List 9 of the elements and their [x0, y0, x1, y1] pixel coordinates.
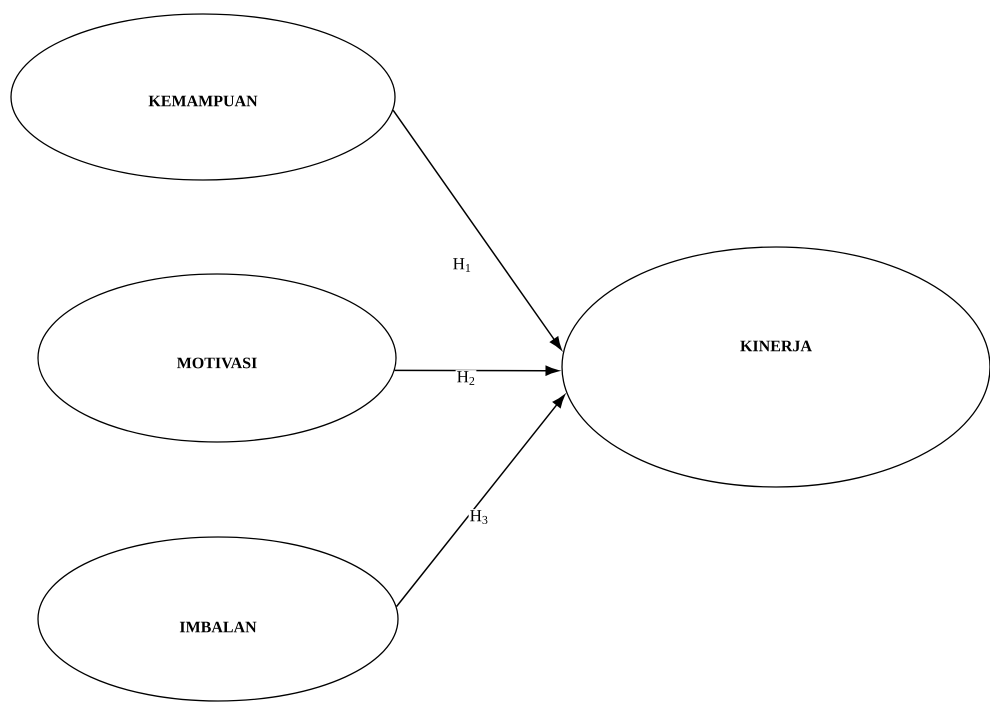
ellipse-node: IMBALAN — [37, 536, 399, 702]
edge-label: H$_{2}$ — [456, 370, 476, 386]
arrow — [392, 110, 562, 350]
arrow — [394, 366, 559, 376]
arrow — [396, 394, 565, 607]
ellipse-node: MOTIVASI — [37, 273, 397, 443]
ellipse-node: KEMAMPUAN — [10, 13, 396, 181]
edge-label: H$_{3}$ — [468, 509, 490, 525]
edge-label: H$_{1}$ — [452, 257, 472, 273]
